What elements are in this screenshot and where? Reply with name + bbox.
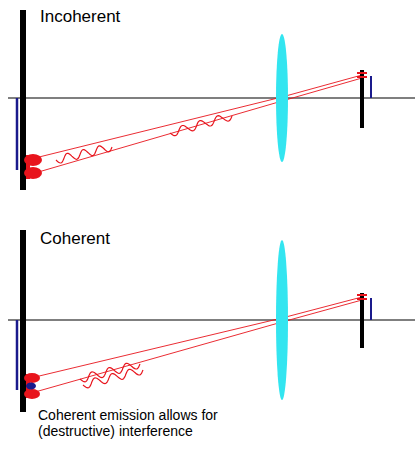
- object-arrow: [16, 320, 19, 390]
- ray: [35, 300, 362, 392]
- interference-zone: [26, 383, 36, 390]
- lens: [276, 240, 288, 400]
- image-plane: [360, 70, 364, 128]
- image-arrow: [370, 76, 372, 98]
- object-plane: [20, 230, 26, 412]
- image-arrow: [370, 298, 372, 320]
- wave-path: [80, 363, 140, 382]
- ray: [35, 75, 362, 158]
- note-text: Coherent emission allows for (destructiv…: [38, 407, 243, 439]
- object-plane: [20, 10, 26, 190]
- image-spot: [357, 298, 367, 300]
- panel-heading: Coherent: [40, 229, 240, 249]
- wave-path: [56, 146, 112, 163]
- ray: [35, 78, 362, 173]
- image-plane: [360, 293, 364, 348]
- image-spot: [357, 76, 367, 78]
- wave: [80, 363, 143, 388]
- image-spot: [357, 294, 367, 296]
- panel-heading: Incoherent: [40, 7, 240, 27]
- image-spot: [357, 72, 367, 74]
- wave-path: [83, 369, 143, 388]
- optical-axis: [8, 97, 415, 98]
- emitter: [26, 155, 30, 179]
- wave: [56, 116, 232, 163]
- object-arrow: [16, 98, 19, 170]
- lens: [276, 34, 288, 162]
- ray: [35, 297, 362, 377]
- optical-axis: [8, 319, 415, 320]
- wave-path: [170, 116, 232, 136]
